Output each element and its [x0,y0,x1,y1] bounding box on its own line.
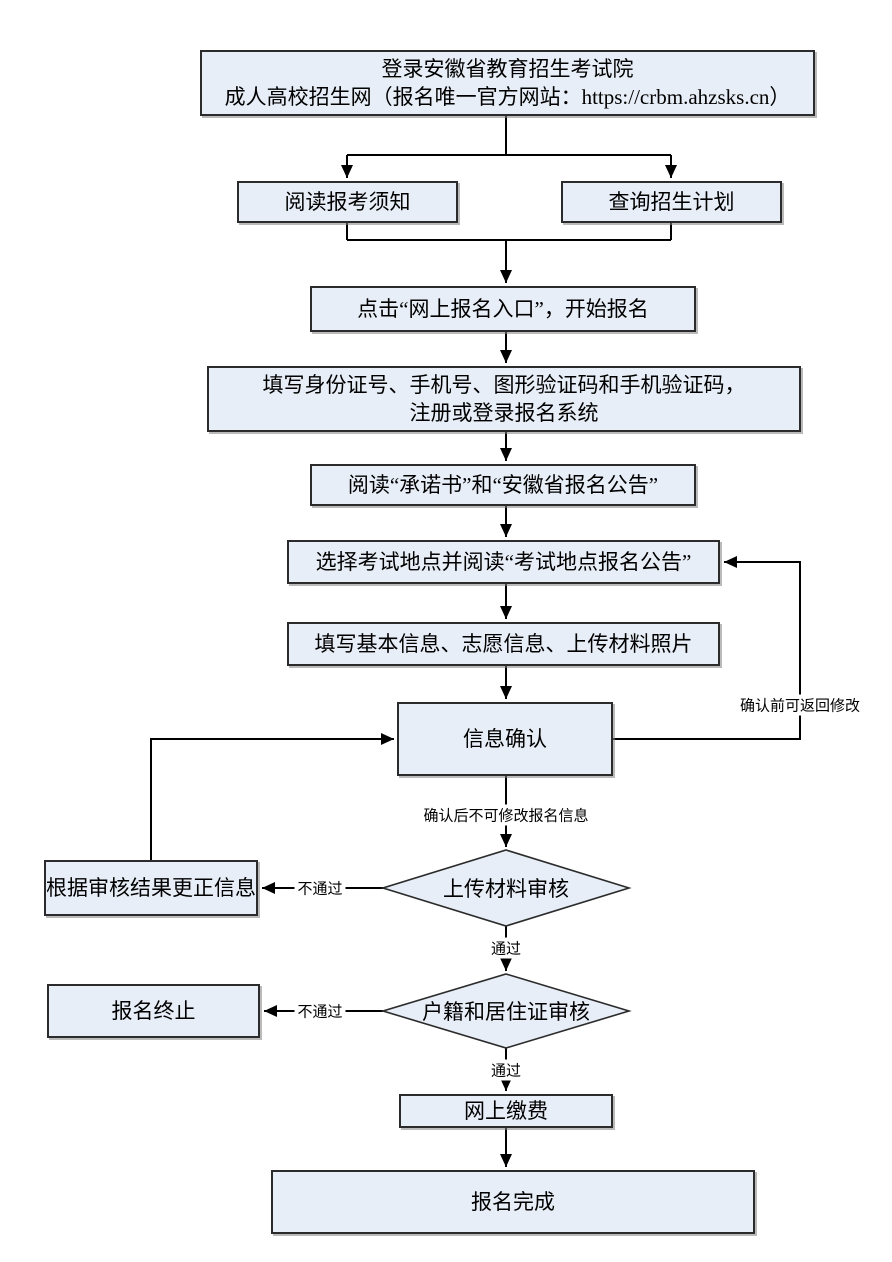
edge-correct-info-to-confirm [150,733,394,860]
node-fill-info: 填写基本信息、志愿信息、上传材料照片 [287,622,720,666]
node-complete: 报名完成 [271,1170,755,1234]
node-read-notice: 阅读报考须知 [237,181,458,223]
node-register-login: 填写身份证号、手机号、图形验证码和手机验证码， 注册或登录报名系统 [207,366,801,432]
node-login-line2: 成人高校招生网（报名唯一官方网站：https://crbm.ahzsks.cn） [224,85,791,109]
edge-label-residence-pass: 通过 [487,1059,525,1081]
edge-label-material-fail: 不通过 [294,877,346,899]
edge-label-material-pass: 通过 [487,937,525,959]
node-query-plan: 查询招生计划 [561,181,782,223]
edge-label-after-confirm: 确认后不可修改报名信息 [420,804,592,826]
node-end-registration: 报名终止 [47,984,260,1038]
node-register-login-line1: 填写身份证号、手机号、图形验证码和手机验证码， [262,372,746,397]
edge-label-before-confirm: 确认前可返回修改 [736,694,864,716]
decision-residence-review-label: 户籍和居住证审核 [422,1000,590,1024]
decision-material-review [380,849,632,927]
edge-label-residence-fail: 不通过 [294,1000,346,1022]
node-click-entry: 点击“网上报名入口”，开始报名 [310,286,696,332]
node-login-line1: 登录安徽省教育招生考试院 [381,56,634,81]
decision-material-review-label: 上传材料审核 [443,877,569,901]
node-login: 登录安徽省教育招生考试院 成人高校招生网（报名唯一官方网站：https://cr… [200,50,815,116]
decision-residence-review [380,973,632,1049]
edge-confirm-back-to-select-site [613,556,801,740]
node-correct-info: 根据审核结果更正信息 [44,860,258,916]
node-pay-online: 网上缴费 [399,1094,613,1128]
node-select-site: 选择考试地点并阅读“考试地点报名公告” [287,540,720,584]
node-read-commitment: 阅读“承诺书”和“安徽省报名公告” [310,464,696,506]
node-confirm-info: 信息确认 [397,702,613,776]
node-register-login-line2: 注册或登录报名系统 [409,401,599,425]
